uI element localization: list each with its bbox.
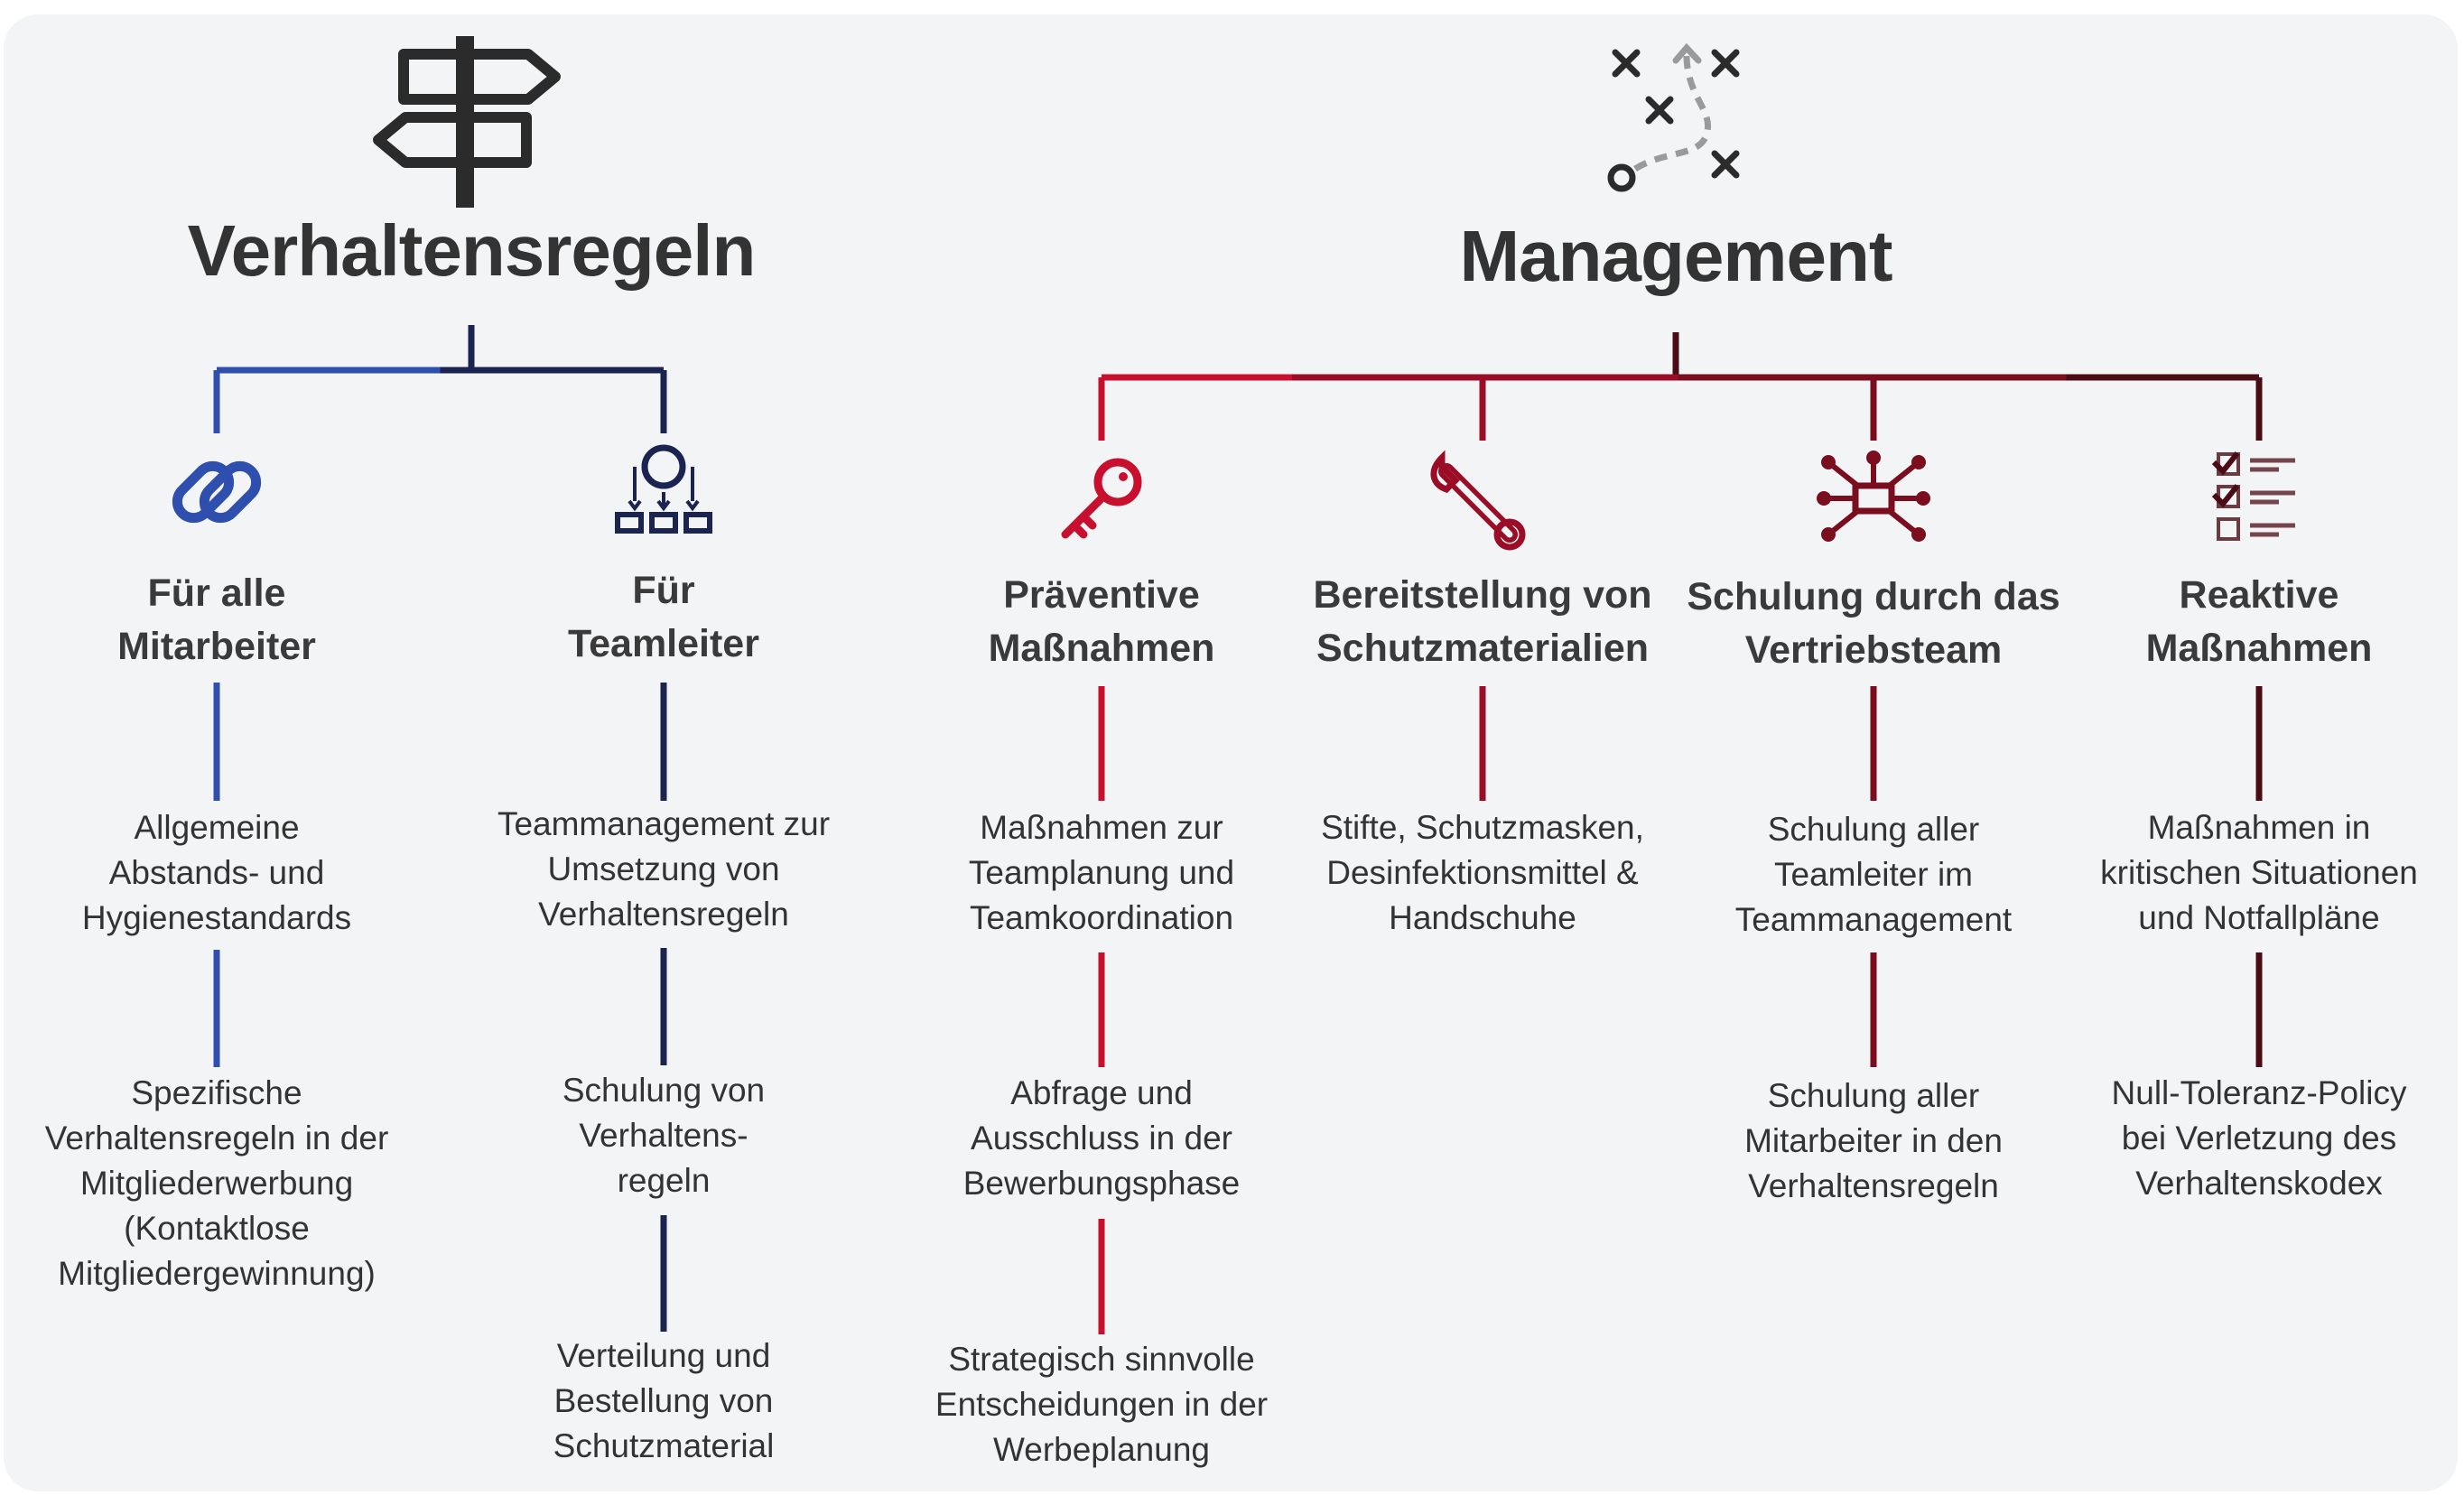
column-item-line: Teamkoordination (969, 899, 1234, 936)
column-item-line: Mitgliederwerbung (79, 1165, 354, 1202)
verhaltensregeln-title: Verhaltensregeln (187, 210, 757, 291)
management-title: Management (1459, 216, 1893, 296)
wrench-icon (1430, 450, 1526, 551)
column-heading-line: Für alle (147, 571, 286, 615)
column-item-line: Stifte, Schutzmasken, (1321, 809, 1644, 846)
column-item-line: Mitarbeiter in den (1744, 1122, 2003, 1159)
column-item-line: Teammanagement zur (497, 805, 831, 842)
column-heading-line: Maßnahmen (2145, 627, 2373, 670)
column-item-line: kritischen Situationen (2100, 854, 2418, 891)
column-heading-line: Schutzmaterialien (1316, 627, 1649, 670)
column-item-line: Allgemeine (134, 809, 300, 846)
column-item-line: Teamleiter im (1773, 856, 1973, 893)
column-item-line: Verhaltens- (579, 1117, 748, 1154)
column-item-line: regeln (617, 1162, 711, 1199)
column-item: Maßnahmen in kritischen Situationen und No… (2100, 805, 2418, 941)
column-heading-line: Für (632, 569, 695, 612)
column-heading-line: Vertriebsteam (1744, 628, 2003, 672)
strategy-play-icon (1607, 42, 1740, 192)
key-icon (1061, 458, 1142, 539)
column-heading-line: Präventive (1003, 573, 1200, 617)
diagram-panel (4, 14, 2458, 1491)
checklist-icon (2211, 451, 2295, 541)
column-item-line: Bewerbungsphase (962, 1165, 1241, 1202)
signpost-icon (373, 36, 561, 208)
column-heading-line: Reaktive (2179, 573, 2339, 617)
column-item-line: bei Verletzung des (2121, 1119, 2397, 1157)
column-item-line: Desinfektionsmittel & (1326, 854, 1639, 891)
column-item-line: Maßnahmen zur (980, 809, 1223, 846)
column-item-line: Verhaltensregeln (538, 896, 789, 933)
column-item-line: Umsetzung von (547, 850, 780, 887)
column-item-line: Schulung von (562, 1072, 766, 1109)
column-item-line: Schutzmaterial (553, 1427, 775, 1464)
column-item-line: Teamplanung und (968, 854, 1235, 891)
column-item-line: Abfrage und (1010, 1074, 1193, 1111)
column-item-line: Ausschluss in der (971, 1119, 1232, 1157)
column-item-line: Schulung aller (1767, 811, 1980, 848)
column-item-line: Null-Toleranz-Policy (2111, 1074, 2407, 1111)
column-heading-line: Schulung durch das (1687, 575, 2060, 618)
column-heading-line: Maßnahmen (988, 627, 1215, 670)
column-item-line: Mitgliedergewinnung) (58, 1255, 376, 1292)
column-item-line: Verhaltensregeln in der (44, 1119, 389, 1157)
column-item-line: Bestellung von (553, 1382, 774, 1419)
column-heading-line: Mitarbeiter (117, 625, 316, 668)
column-item: Stifte, Schutzmasken, Desinfektionsmittel… (1321, 805, 1644, 941)
network-nodes-icon (1817, 451, 1930, 542)
column-item-line: Teammanagement (1734, 901, 2013, 938)
column-item-line: Strategisch sinnvolle (948, 1341, 1255, 1378)
column-item-line: Schulung aller (1767, 1077, 1980, 1114)
column-item-line: Abstands- und (108, 854, 325, 891)
column-item-line: und Notfallpläne (2138, 899, 2380, 936)
column-heading-line: Bereitstellung von (1313, 573, 1652, 617)
column-item-line: Hygienestandards (81, 899, 352, 936)
column-item-line: Verhaltenskodex (2135, 1165, 2383, 1202)
team-hierarchy-icon (615, 444, 712, 534)
column-item-line: Verhaltensregeln (1748, 1167, 1999, 1204)
column-item-line: Handschuhe (1389, 899, 1576, 936)
column-item-line: Werbeplanung (993, 1431, 1210, 1468)
column-item-line: Verteilung und (556, 1337, 771, 1374)
column-item-line: (Kontaktlose (124, 1210, 310, 1247)
column-item-line: Maßnahmen in (2147, 809, 2371, 846)
column-item-line: Spezifische (131, 1074, 302, 1111)
column-heading-line: Teamleiter (568, 622, 759, 665)
link-chain-icon (172, 460, 262, 524)
column-item-line: Entscheidungen in der (934, 1386, 1269, 1423)
